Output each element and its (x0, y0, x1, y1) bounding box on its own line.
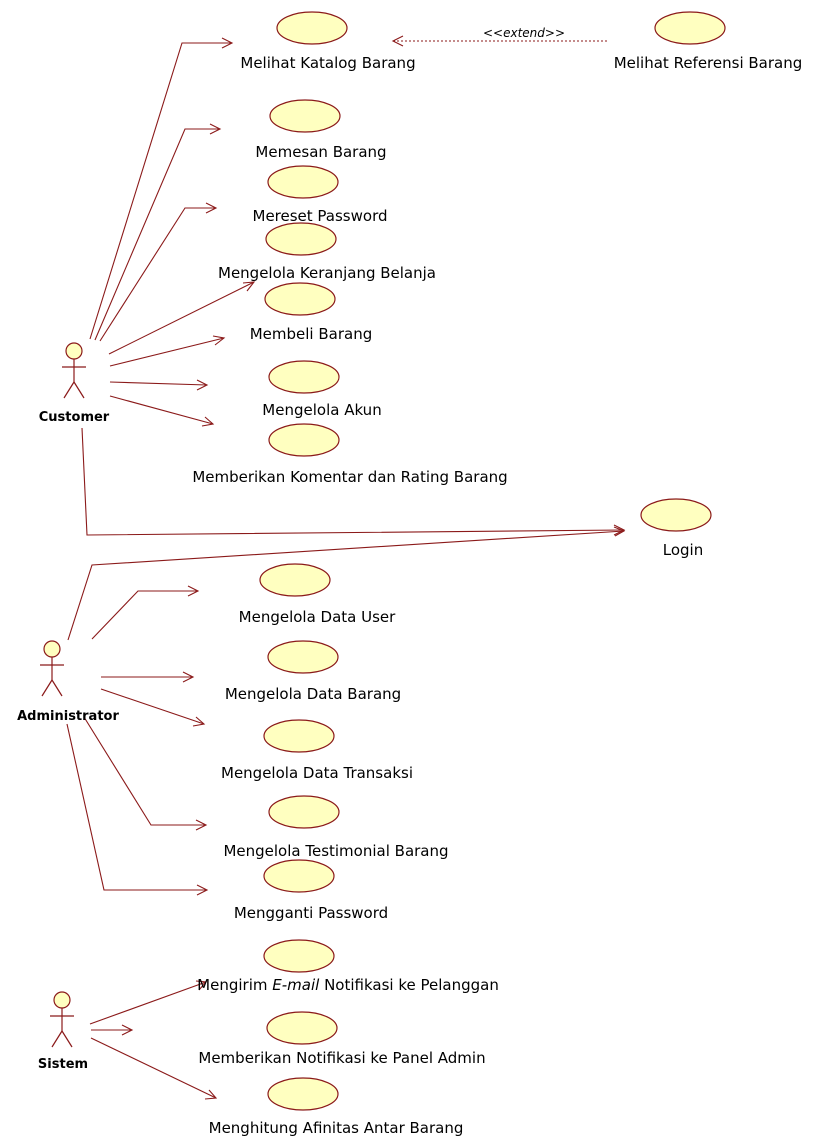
use-case-akun[interactable]: Mengelola Akun (262, 360, 382, 419)
actor-label: Customer (39, 410, 110, 425)
actor-label: Administrator (17, 709, 119, 724)
use-case-label: Mengganti Password (234, 904, 388, 922)
assoc-customer-memesan (94, 123, 222, 341)
use-case-label: Mengelola Testimonial Barang (223, 842, 448, 860)
actor-customer[interactable]: Customer (39, 342, 110, 425)
use-case-label: Menghitung Afinitas Antar Barang (209, 1119, 464, 1137)
use-case-label: Memesan Barang (255, 143, 386, 161)
assoc-customer-login (81, 427, 626, 536)
assoc-administrator-login (67, 526, 626, 641)
use-case-email[interactable]: Mengirim E-mail Notifikasi ke Pelanggan (197, 939, 499, 994)
use-case-label: Mengelola Keranjang Belanja (218, 264, 436, 282)
use-case-label: Mengirim E-mail Notifikasi ke Pelanggan (197, 976, 499, 994)
assoc-customer-komentar (109, 395, 215, 427)
use-case-login[interactable]: Login (640, 498, 712, 559)
use-case-label: Login (663, 541, 703, 559)
assoc-customer-membeli (109, 335, 226, 367)
use-case-datauser[interactable]: Mengelola Data User (239, 563, 397, 626)
actors: Customer Administrator Sistem (17, 342, 119, 1072)
use-case-label: Mengelola Akun (262, 401, 381, 419)
actor-administrator[interactable]: Administrator (17, 640, 119, 724)
use-case-katalog[interactable]: Melihat Katalog Barang (240, 11, 416, 72)
actor-label: Sistem (38, 1057, 88, 1072)
use-case-membeli[interactable]: Membeli Barang (250, 282, 373, 343)
assoc-customer-mereset (99, 202, 218, 342)
use-case-label: Mengelola Data Transaksi (221, 764, 413, 782)
use-case-memesan[interactable]: Memesan Barang (255, 99, 387, 161)
extend-relation: <<extend>> (391, 26, 607, 47)
use-case-testimonial[interactable]: Mengelola Testimonial Barang (223, 795, 449, 860)
use-case-label: Mengelola Data User (239, 608, 397, 626)
assoc-sistem-notifpanel (91, 1024, 134, 1036)
use-case-afinitas[interactable]: Menghitung Afinitas Antar Barang (209, 1077, 464, 1137)
extend-label: <<extend>> (483, 26, 565, 40)
assoc-administrator-datauser (91, 585, 200, 640)
use-case-mereset[interactable]: Mereset Password (253, 165, 388, 225)
use-case-referensi[interactable]: Melihat Referensi Barang (614, 11, 803, 72)
assoc-administrator-testimonial (83, 716, 208, 831)
actor-sistem[interactable]: Sistem (38, 991, 88, 1072)
assoc-customer-katalog (89, 37, 234, 340)
assoc-administrator-databarang (101, 671, 195, 683)
label-part: Mengirim (197, 976, 272, 994)
assoc-customer-akun (109, 379, 209, 391)
use-case-label: Mengelola Data Barang (225, 685, 401, 703)
use-case-databarang[interactable]: Mengelola Data Barang (225, 640, 401, 703)
use-case-transaksi[interactable]: Mengelola Data Transaksi (221, 719, 413, 782)
use-case-komentar[interactable]: Memberikan Komentar dan Rating Barang (192, 423, 508, 486)
use-case-label: Memberikan Notifikasi ke Panel Admin (198, 1049, 485, 1067)
label-part-italic: E-mail (272, 976, 320, 994)
use-case-label: Melihat Referensi Barang (614, 54, 803, 72)
use-case-notifpanel[interactable]: Memberikan Notifikasi ke Panel Admin (198, 1011, 486, 1067)
use-case-label: Melihat Katalog Barang (240, 54, 415, 72)
assoc-customer-keranjang (108, 281, 256, 355)
use-case-keranjang[interactable]: Mengelola Keranjang Belanja (218, 222, 436, 282)
use-cases: Melihat Katalog Barang Melihat Referensi… (192, 11, 803, 1137)
use-case-label: Memberikan Komentar dan Rating Barang (192, 468, 507, 486)
assoc-sistem-afinitas (90, 1037, 218, 1100)
label-part: Notifikasi ke Pelanggan (319, 976, 499, 994)
assoc-administrator-mengganti (66, 723, 209, 896)
assoc-administrator-transaksi (100, 688, 206, 727)
associations: <<extend>> (66, 26, 626, 1100)
use-case-label: Membeli Barang (250, 325, 373, 343)
use-case-mengganti[interactable]: Mengganti Password (234, 859, 388, 922)
use-case-label: Mereset Password (253, 207, 388, 225)
assoc-sistem-email (89, 980, 208, 1025)
